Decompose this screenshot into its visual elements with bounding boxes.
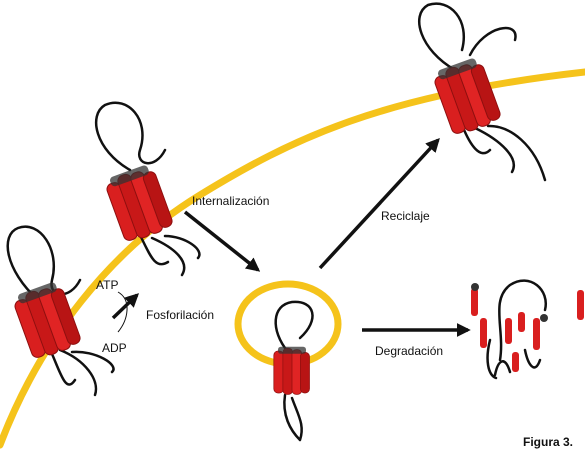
- receptor-left: [6, 225, 115, 397]
- atp-label: ATP: [96, 278, 119, 292]
- figure-caption: Figura 3.: [523, 435, 574, 449]
- degraded-fragments: [471, 279, 584, 380]
- internalization-arrow: [183, 210, 261, 272]
- phosphorylation-arrow: [111, 293, 140, 320]
- phosphorylation-label: Fosforilación: [146, 308, 215, 322]
- receptor-endosome: [273, 300, 314, 442]
- atp-adp-curve: [117, 291, 128, 333]
- adp-label: ADP: [102, 341, 127, 355]
- receptor-center: [95, 101, 201, 277]
- internalization-label: Internalización: [192, 194, 270, 208]
- degradation-label: Degradación: [375, 344, 444, 358]
- receptor-recycled: [418, 2, 547, 182]
- recycling-label: Reciclaje: [381, 209, 430, 223]
- recycling-arrow: [318, 137, 440, 270]
